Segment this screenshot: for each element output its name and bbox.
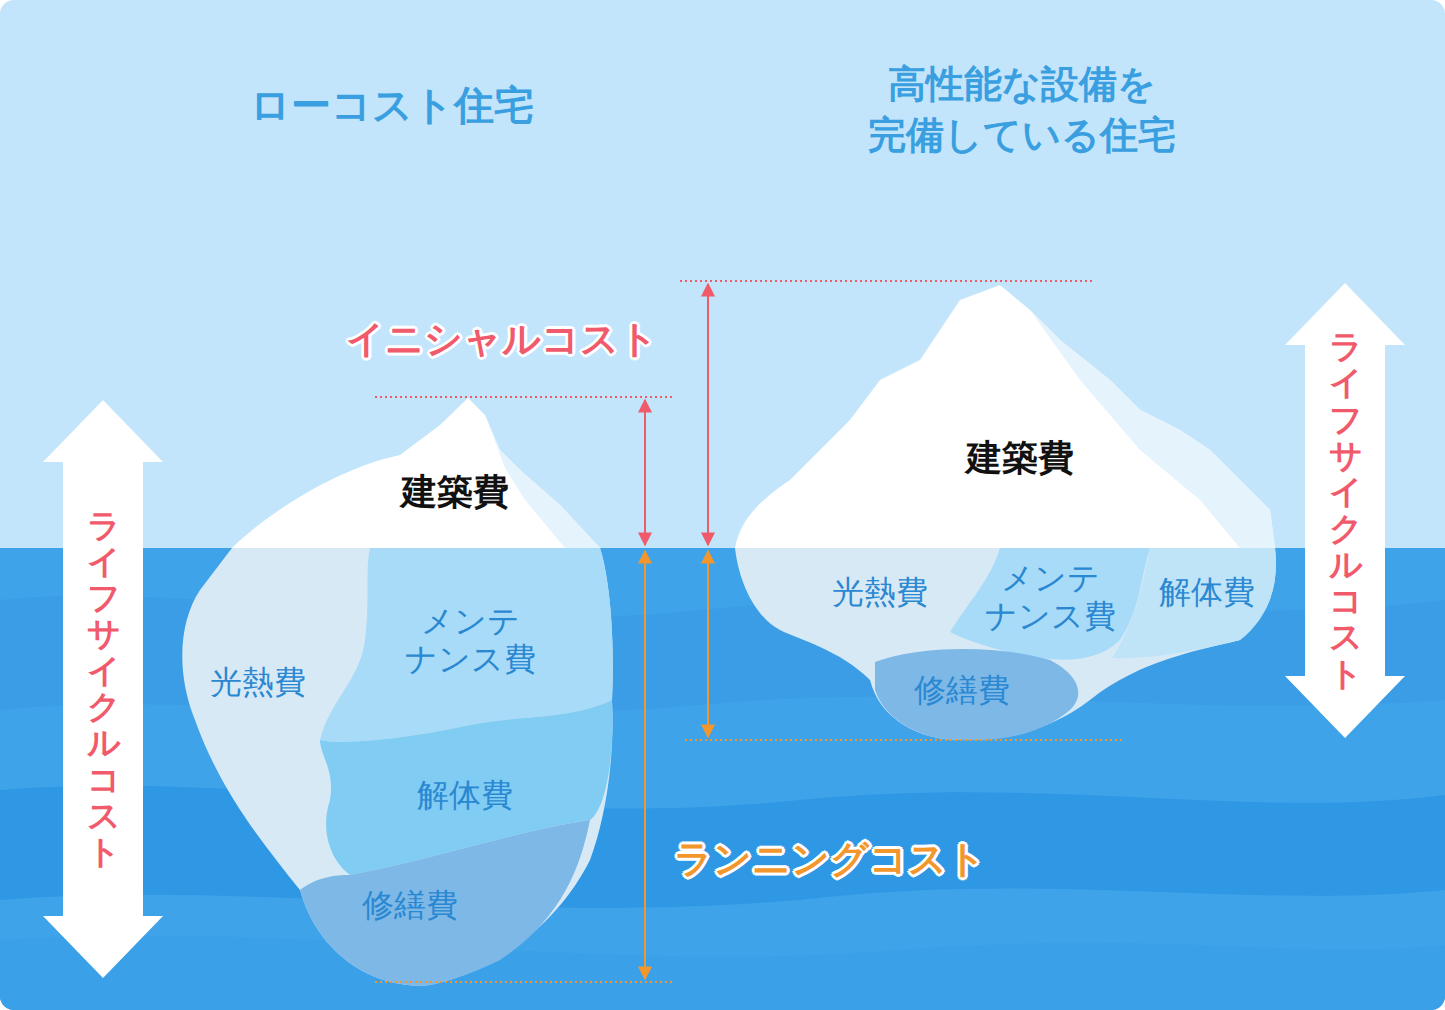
cost-text: 光熱費 [832, 573, 928, 611]
house-heading: ローコスト住宅 [250, 78, 534, 132]
arrow-shape [43, 400, 163, 978]
iceberg-body [735, 548, 1276, 740]
iceberg-region [950, 548, 1150, 660]
cost-region: 建築費 [966, 436, 1074, 479]
arrow-shape [1285, 283, 1405, 738]
double-arrow: ライフサイクルコスト [1285, 283, 1405, 738]
dotted-guide [680, 280, 1094, 282]
cost-region: 解体費 [417, 776, 513, 814]
dimension-arrow [644, 551, 646, 979]
iceberg-tip [232, 398, 600, 548]
cost-text: 建築費 [966, 436, 1074, 479]
iceberg-region [1112, 548, 1276, 658]
dimension-arrow [707, 551, 709, 737]
iceberg-tip [735, 285, 1275, 548]
house-heading: 高性能な設備を 完備している住宅 [868, 59, 1176, 162]
wave-band [0, 786, 1445, 908]
cost-text: ライフサイクルコスト [1329, 329, 1362, 692]
cost-label: イニシャルコスト [346, 314, 658, 365]
iceberg-region [300, 820, 590, 986]
iceberg-region [320, 548, 613, 742]
cost-region: 修繕費 [914, 671, 1010, 709]
dotted-guide [375, 981, 672, 983]
cost-region: 光熱費 [210, 663, 306, 701]
sky [0, 0, 1445, 548]
cost-text: 解体費 [1159, 573, 1255, 611]
cost-text: 建築費 [401, 470, 509, 513]
dotted-guide [685, 739, 1122, 741]
cost-region: メンテ ナンス費 [985, 559, 1116, 636]
cost-text: メンテ ナンス費 [985, 559, 1116, 636]
double-arrow: ライフサイクルコスト [43, 400, 163, 978]
cost-text: メンテ ナンス費 [405, 602, 536, 679]
dimension-arrow [707, 284, 709, 545]
iceberg-body [182, 548, 613, 986]
cost-text: 光熱費 [210, 663, 306, 701]
cost-region: 解体費 [1159, 573, 1255, 611]
cost-region: メンテ ナンス費 [405, 602, 536, 679]
cost-region: 修繕費 [362, 886, 458, 924]
cost-region: 光熱費 [832, 573, 928, 611]
iceberg-region [875, 649, 1078, 740]
cost-text: 解体費 [417, 776, 513, 814]
water [0, 548, 1445, 1010]
cost-region: 建築費 [401, 470, 509, 513]
dotted-guide [375, 396, 672, 398]
cost-text: 修繕費 [914, 671, 1010, 709]
wave-band [0, 936, 1445, 1010]
dimension-arrow [644, 400, 646, 545]
cost-label: ランニングコスト [674, 834, 986, 885]
cost-text: ライフサイクルコスト [87, 508, 120, 871]
cost-text: 修繕費 [362, 886, 458, 924]
iceberg-shade [1030, 310, 1275, 548]
